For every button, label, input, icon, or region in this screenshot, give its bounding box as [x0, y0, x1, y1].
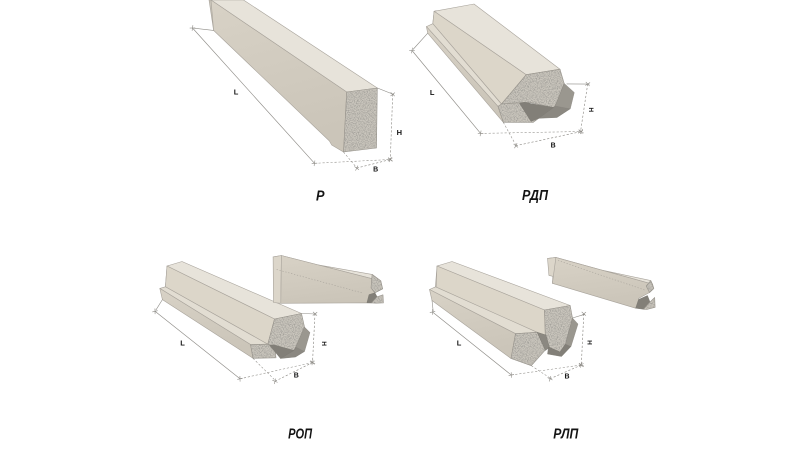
svg-text:H: H [587, 107, 594, 112]
svg-text:Р: Р [316, 187, 325, 204]
svg-text:H: H [586, 340, 593, 345]
svg-text:B: B [373, 166, 378, 173]
svg-text:РДП: РДП [522, 187, 549, 204]
svg-text:B: B [294, 373, 299, 380]
svg-text:H: H [397, 128, 402, 137]
svg-text:L: L [180, 339, 185, 348]
svg-text:L: L [234, 88, 239, 97]
svg-text:РЛП: РЛП [553, 426, 579, 443]
svg-text:B: B [564, 374, 569, 381]
svg-text:L: L [430, 88, 435, 97]
svg-text:H: H [320, 341, 327, 346]
svg-text:РОП: РОП [288, 426, 313, 443]
svg-text:L: L [457, 339, 462, 348]
svg-text:B: B [551, 143, 556, 150]
